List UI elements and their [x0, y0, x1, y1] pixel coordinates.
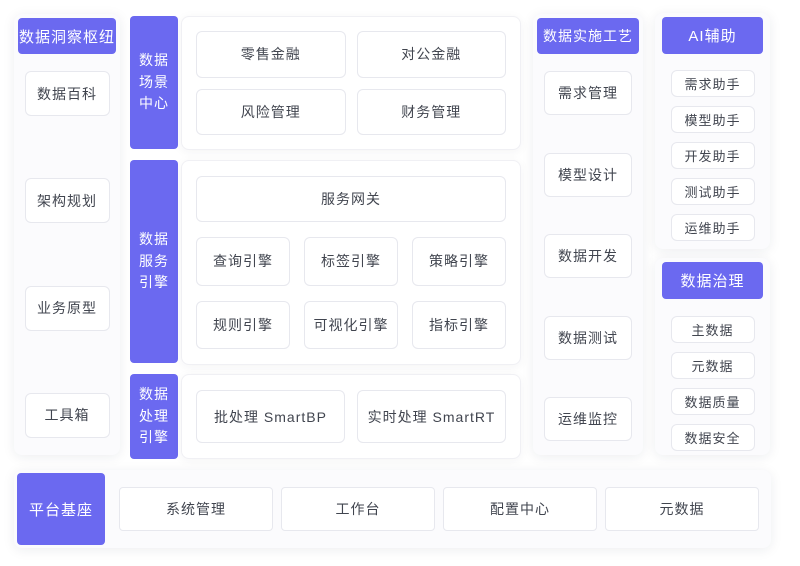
ai-item-test-assistant: 测试助手 [670, 178, 755, 205]
governance-item-master-data: 主数据 [670, 316, 755, 343]
scene-center-panel: 零售金融 对公金融 风险管理 财务管理 [181, 16, 521, 150]
ai-assist-items: 需求助手 模型助手 开发助手 测试助手 运维助手 [655, 58, 770, 249]
process-item-ops-monitoring: 运维监控 [544, 397, 632, 441]
ai-item-ops-assistant: 运维助手 [670, 214, 755, 241]
platform-item-config-center: 配置中心 [443, 487, 597, 531]
platform-base-title: 平台基座 [17, 473, 105, 545]
insight-item-data-wiki: 数据百科 [24, 71, 110, 116]
scene-center-bar: 数据 场景 中心 [130, 16, 178, 149]
service-engine-inner: 服务网关 查询引擎 标签引擎 策略引擎 规则引擎 可视化引擎 指标引擎 [182, 161, 520, 364]
processing-box-batch-smartbp: 批处理 SmartBP [196, 390, 345, 443]
process-item-model-design: 模型设计 [544, 152, 632, 197]
governance-item-data-quality: 数据质量 [670, 388, 755, 415]
engine-box-tag: 标签引擎 [304, 237, 398, 286]
processing-engine-bar: 数据 处理 引擎 [130, 374, 178, 459]
implementation-process-title: 数据实施工艺 [537, 18, 639, 54]
scene-grid: 零售金融 对公金融 风险管理 财务管理 [182, 17, 520, 149]
implementation-process-title-text: 数据实施工艺 [543, 28, 633, 44]
governance-item-metadata: 元数据 [670, 352, 755, 379]
insight-hub-items: 数据百科 架构规划 业务原型 工具箱 [14, 58, 120, 455]
scene-box-risk-mgmt: 风险管理 [196, 88, 346, 135]
process-item-data-development: 数据开发 [544, 234, 632, 278]
platform-base-items: 系统管理 工作台 配置中心 元数据 [119, 487, 759, 531]
ai-item-model-assistant: 模型助手 [670, 106, 755, 133]
implementation-process-panel: 数据实施工艺 需求管理 模型设计 数据开发 数据测试 运维监控 [533, 14, 643, 455]
scene-box-corporate-finance: 对公金融 [356, 31, 506, 78]
processing-grid: 批处理 SmartBP 实时处理 SmartRT [182, 375, 520, 458]
insight-item-toolbox: 工具箱 [24, 392, 110, 438]
platform-base-panel: 平台基座 系统管理 工作台 配置中心 元数据 [14, 470, 771, 548]
platform-item-metadata: 元数据 [605, 487, 759, 531]
data-governance-panel: 数据治理 主数据 元数据 数据质量 数据安全 [655, 258, 770, 455]
processing-box-realtime-smartrt: 实时处理 SmartRT [357, 390, 506, 443]
ai-item-dev-assistant: 开发助手 [670, 142, 755, 169]
process-item-requirement-mgmt: 需求管理 [544, 71, 632, 115]
governance-item-data-security: 数据安全 [670, 424, 755, 451]
implementation-process-items: 需求管理 模型设计 数据开发 数据测试 运维监控 [533, 58, 643, 455]
ai-assist-panel: AI辅助 需求助手 模型助手 开发助手 测试助手 运维助手 [655, 13, 770, 249]
data-governance-items: 主数据 元数据 数据质量 数据安全 [655, 303, 770, 455]
ai-assist-title-text: AI辅助 [688, 28, 737, 45]
platform-item-system-mgmt: 系统管理 [119, 487, 273, 531]
insight-hub-title: 数据洞察枢纽 [18, 18, 116, 54]
ai-assist-title: AI辅助 [662, 17, 763, 54]
process-item-data-testing: 数据测试 [544, 315, 632, 360]
insight-item-arch-planning: 架构规划 [24, 178, 110, 224]
engine-box-query: 查询引擎 [196, 237, 290, 286]
engine-box-rule: 规则引擎 [196, 300, 290, 349]
service-engine-panel: 服务网关 查询引擎 标签引擎 策略引擎 规则引擎 可视化引擎 指标引擎 [181, 160, 521, 365]
scene-box-finance-mgmt: 财务管理 [356, 88, 506, 135]
platform-item-workbench: 工作台 [281, 487, 435, 531]
engine-box-indicator: 指标引擎 [412, 300, 506, 349]
service-engine-grid: 查询引擎 标签引擎 策略引擎 规则引擎 可视化引擎 指标引擎 [196, 237, 506, 349]
ai-item-requirement-assistant: 需求助手 [670, 70, 755, 97]
insight-item-business-prototype: 业务原型 [24, 285, 110, 331]
data-governance-title: 数据治理 [662, 262, 763, 299]
processing-engine-panel: 批处理 SmartBP 实时处理 SmartRT [181, 374, 521, 459]
service-engine-bar: 数据 服务 引擎 [130, 160, 178, 363]
engine-box-strategy: 策略引擎 [412, 237, 506, 286]
insight-hub-panel: 数据洞察枢纽 数据百科 架构规划 业务原型 工具箱 [14, 14, 120, 455]
insight-hub-title-text: 数据洞察枢纽 [18, 28, 115, 46]
data-governance-title-text: 数据治理 [680, 273, 745, 290]
scene-box-retail-finance: 零售金融 [196, 31, 346, 78]
service-gateway-box: 服务网关 [196, 176, 506, 222]
engine-box-visualization: 可视化引擎 [304, 300, 398, 349]
